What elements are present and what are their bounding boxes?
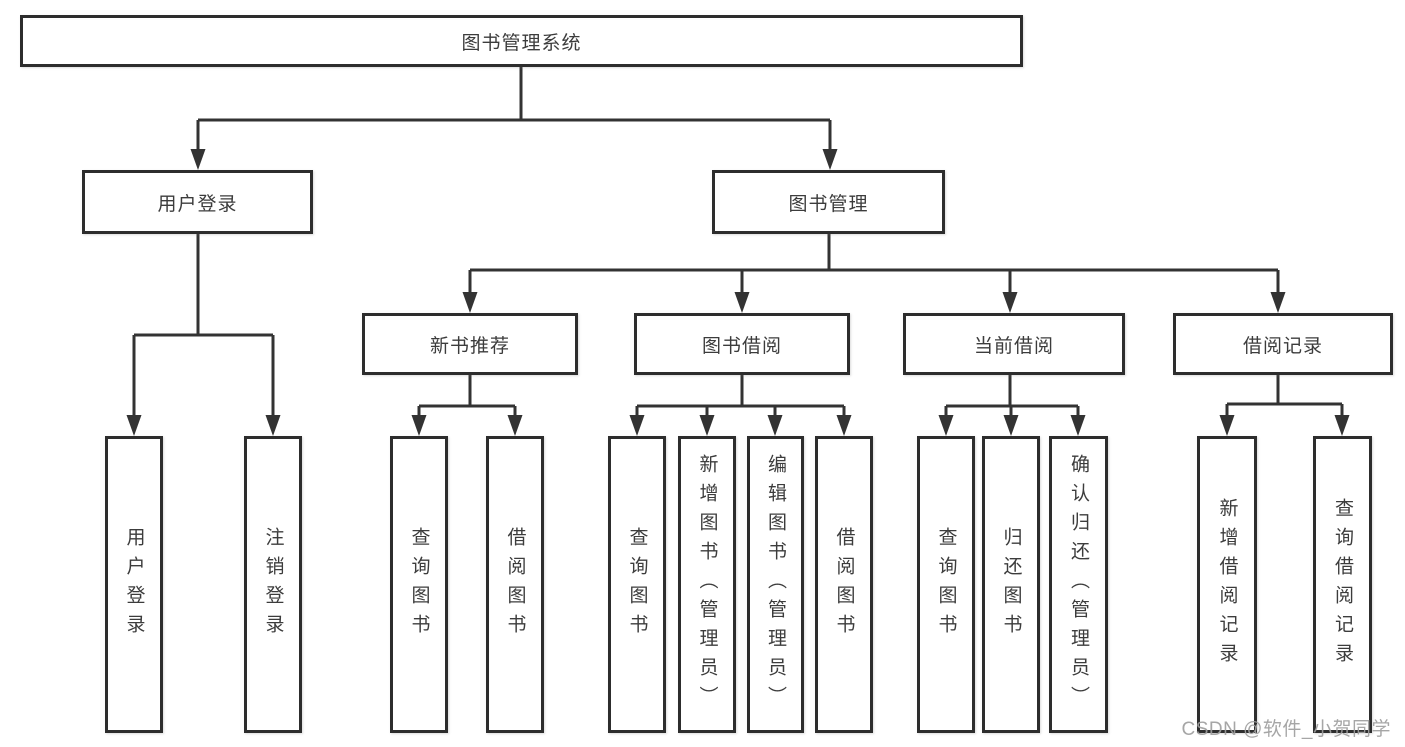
node-label: 借阅记录 (1242, 335, 1323, 357)
node-label: 借阅图书 (833, 526, 855, 643)
node-borrow-records: 借阅记录 (1173, 313, 1393, 375)
node-label: 新增图书（管理员） (696, 454, 718, 715)
leaf-cb-return-books: 归还图书 (982, 436, 1040, 733)
node-label: 用户登录 (123, 526, 145, 643)
node-label: 查询借阅记录 (1332, 497, 1353, 672)
leaf-cb-query-books: 查询图书 (917, 436, 975, 733)
node-label: 新书推荐 (429, 335, 510, 357)
node-current-borrow: 当前借阅 (903, 313, 1125, 375)
node-user-login: 用户登录 (82, 170, 313, 234)
node-label: 查询图书 (626, 526, 648, 643)
node-label: 借阅图书 (504, 526, 526, 643)
node-label: 图书管理 (788, 193, 869, 215)
leaf-user-login: 用户登录 (105, 436, 163, 733)
leaf-rec-borrow-books: 借阅图书 (486, 436, 544, 733)
node-new-book-recommend: 新书推荐 (362, 313, 578, 375)
leaf-br-query-record: 查询借阅记录 (1313, 436, 1372, 733)
node-label: 确认归还（管理员） (1068, 454, 1089, 715)
leaf-logout: 注销登录 (244, 436, 302, 733)
leaf-bb-query-books: 查询图书 (608, 436, 666, 733)
node-label: 图书借阅 (701, 335, 782, 357)
node-label: 查询图书 (408, 526, 430, 643)
node-book-management: 图书管理 (712, 170, 945, 234)
node-label: 用户登录 (157, 193, 238, 215)
node-root: 图书管理系统 (20, 15, 1023, 67)
node-label: 图书管理系统 (461, 32, 582, 54)
leaf-br-add-record: 新增借阅记录 (1197, 436, 1257, 733)
leaf-bb-borrow-books: 借阅图书 (815, 436, 873, 733)
leaf-bb-edit-books-admin: 编辑图书（管理员） (747, 436, 804, 733)
node-label: 新增借阅记录 (1216, 497, 1238, 672)
node-label: 查询图书 (935, 526, 957, 643)
leaf-bb-add-books-admin: 新增图书（管理员） (678, 436, 736, 733)
node-label: 注销登录 (262, 526, 284, 643)
leaf-cb-confirm-return-admin: 确认归还（管理员） (1049, 436, 1108, 733)
node-book-borrow: 图书借阅 (634, 313, 850, 375)
node-label: 当前借阅 (973, 335, 1054, 357)
leaf-rec-query-books: 查询图书 (390, 436, 448, 733)
node-label: 编辑图书（管理员） (765, 454, 786, 715)
node-label: 归还图书 (1000, 526, 1022, 643)
watermark: CSDN @软件_小贺同学 (1181, 719, 1391, 740)
